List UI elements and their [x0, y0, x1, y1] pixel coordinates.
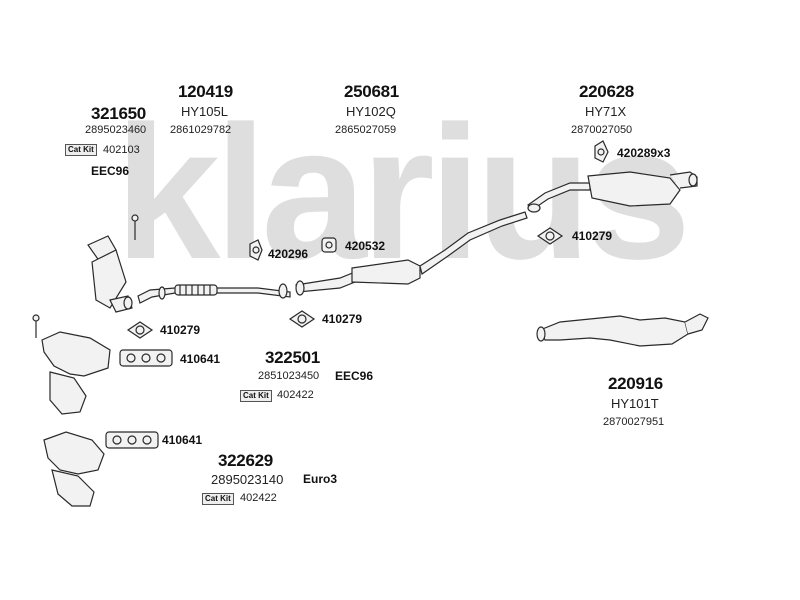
- oe-code-220628: 2870027050: [571, 124, 633, 136]
- oe-code-220916: 2870027951: [603, 416, 665, 428]
- ref-420289[interactable]: 420289x3: [617, 146, 671, 160]
- type-220916: HY101T: [611, 396, 659, 411]
- oe-code-322501: 2851023450: [258, 370, 320, 382]
- part-number-220628[interactable]: 220628: [579, 82, 634, 101]
- part-number-220916[interactable]: 220916: [608, 374, 663, 393]
- rear-silencer-220628[interactable]: [527, 171, 698, 213]
- part-number-250681[interactable]: 250681: [344, 82, 399, 101]
- gasket-410641-a[interactable]: [119, 349, 173, 367]
- catkit-ref-322501: 402422: [277, 389, 314, 401]
- mount-420532[interactable]: [321, 237, 337, 253]
- oe-code-250681: 2865027059: [335, 124, 397, 136]
- gasket-410641-b[interactable]: [105, 431, 159, 449]
- rear-silencer-220916[interactable]: [536, 313, 709, 347]
- mount-420289[interactable]: [594, 140, 609, 163]
- ref-410279-a[interactable]: 410279: [160, 323, 201, 337]
- ref-410279-c[interactable]: 410279: [572, 229, 613, 243]
- catkit-ref-322629: 402422: [240, 492, 277, 504]
- catkit-badge-322501: Cat Kit: [240, 390, 272, 402]
- part-number-120419[interactable]: 120419: [178, 82, 233, 101]
- type-220628: HY71X: [585, 104, 627, 119]
- norm-322629: Euro3: [303, 472, 338, 486]
- part-number-322501[interactable]: 322501: [265, 348, 320, 367]
- gasket-410279-b[interactable]: [288, 310, 316, 328]
- gasket-410279-a[interactable]: [126, 321, 154, 339]
- manifold-322629[interactable]: [43, 431, 105, 507]
- middle-silencer-250681[interactable]: [295, 211, 528, 296]
- oe-code-321650: 2895023460: [85, 124, 147, 136]
- catalytic-converter-321650[interactable]: [87, 214, 139, 313]
- ref-420532[interactable]: 420532: [345, 239, 386, 253]
- ref-410641-b[interactable]: 410641: [162, 433, 203, 447]
- catkit-badge-322629: Cat Kit: [202, 493, 234, 505]
- catkit-ref-321650: 402103: [103, 144, 140, 156]
- ref-410279-b[interactable]: 410279: [322, 312, 363, 326]
- oe-code-322629: 2895023140: [211, 472, 284, 487]
- part-number-322629[interactable]: 322629: [218, 451, 273, 470]
- type-120419: HY105L: [181, 104, 228, 119]
- mount-420296[interactable]: [249, 239, 263, 261]
- catkit-badge-321650: Cat Kit: [65, 144, 97, 156]
- norm-321650: EEC96: [91, 164, 130, 178]
- front-pipe-120419[interactable]: [137, 283, 291, 304]
- manifold-322501[interactable]: [32, 314, 111, 415]
- part-number-321650[interactable]: 321650: [91, 104, 146, 123]
- ref-420296[interactable]: 420296: [268, 247, 309, 261]
- norm-322501: EEC96: [335, 369, 374, 383]
- ref-410641-a[interactable]: 410641: [180, 352, 221, 366]
- type-250681: HY102Q: [346, 104, 396, 119]
- gasket-410279-c[interactable]: [536, 227, 564, 245]
- oe-code-120419: 2861029782: [170, 124, 232, 136]
